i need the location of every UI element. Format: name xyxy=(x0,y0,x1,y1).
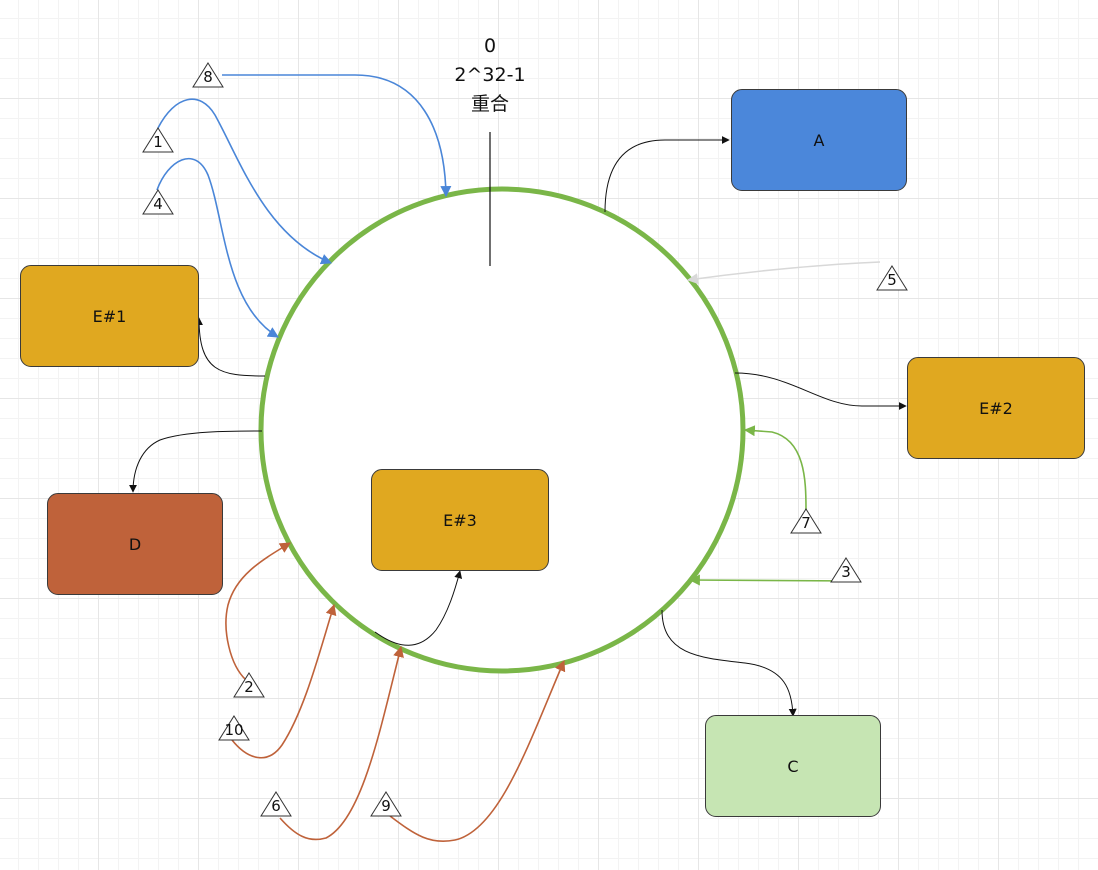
node-c-label: C xyxy=(787,756,799,776)
marker-5: 5 xyxy=(876,265,908,291)
marker-9: 9 xyxy=(370,791,402,817)
node-e2-label: E#2 xyxy=(979,398,1013,418)
marker-10: 10 xyxy=(218,715,250,741)
node-e3[interactable]: E#3 xyxy=(371,469,549,571)
node-a-label: A xyxy=(813,130,825,150)
marker-8: 8 xyxy=(192,62,224,88)
marker-2: 2 xyxy=(233,672,265,698)
connector-ring-to-e1 xyxy=(195,317,266,377)
marker-4: 4 xyxy=(142,189,174,215)
marker-3: 3 xyxy=(830,557,862,583)
arrow-key-4 xyxy=(156,157,279,338)
arrow-key-8 xyxy=(222,74,452,198)
connector-ring-to-c xyxy=(661,609,797,717)
arrow-key-6 xyxy=(279,645,404,841)
arrow-key-10 xyxy=(231,603,337,759)
marker-6: 6 xyxy=(260,791,292,817)
node-e2[interactable]: E#2 xyxy=(907,357,1085,459)
node-e3-label: E#3 xyxy=(443,510,477,530)
node-a[interactable]: A xyxy=(731,89,907,191)
connector-ring-to-e2 xyxy=(734,372,907,410)
arrow-key-2 xyxy=(225,542,291,681)
arrow-key-9 xyxy=(389,659,566,842)
max-hash-label: 2^32-1 xyxy=(454,64,526,86)
arrow-key-3 xyxy=(688,574,858,586)
node-c[interactable]: C xyxy=(705,715,881,817)
arrow-key-7 xyxy=(743,425,807,511)
marker-7: 7 xyxy=(790,508,822,534)
hash-ring xyxy=(258,186,746,674)
node-d[interactable]: D xyxy=(47,493,223,595)
overlap-label: 重合 xyxy=(470,93,509,115)
connector-ring-to-e3 xyxy=(374,570,463,646)
connector-ring-to-d xyxy=(129,430,263,493)
arrow-key-1 xyxy=(157,98,333,265)
connector-ring-to-a xyxy=(604,136,730,213)
zero-label: 0 xyxy=(483,35,497,57)
arrow-key-5 xyxy=(686,261,881,285)
node-d-label: D xyxy=(128,534,142,554)
node-e1[interactable]: E#1 xyxy=(20,265,199,367)
node-e1-label: E#1 xyxy=(92,306,127,326)
marker-1: 1 xyxy=(142,127,174,153)
